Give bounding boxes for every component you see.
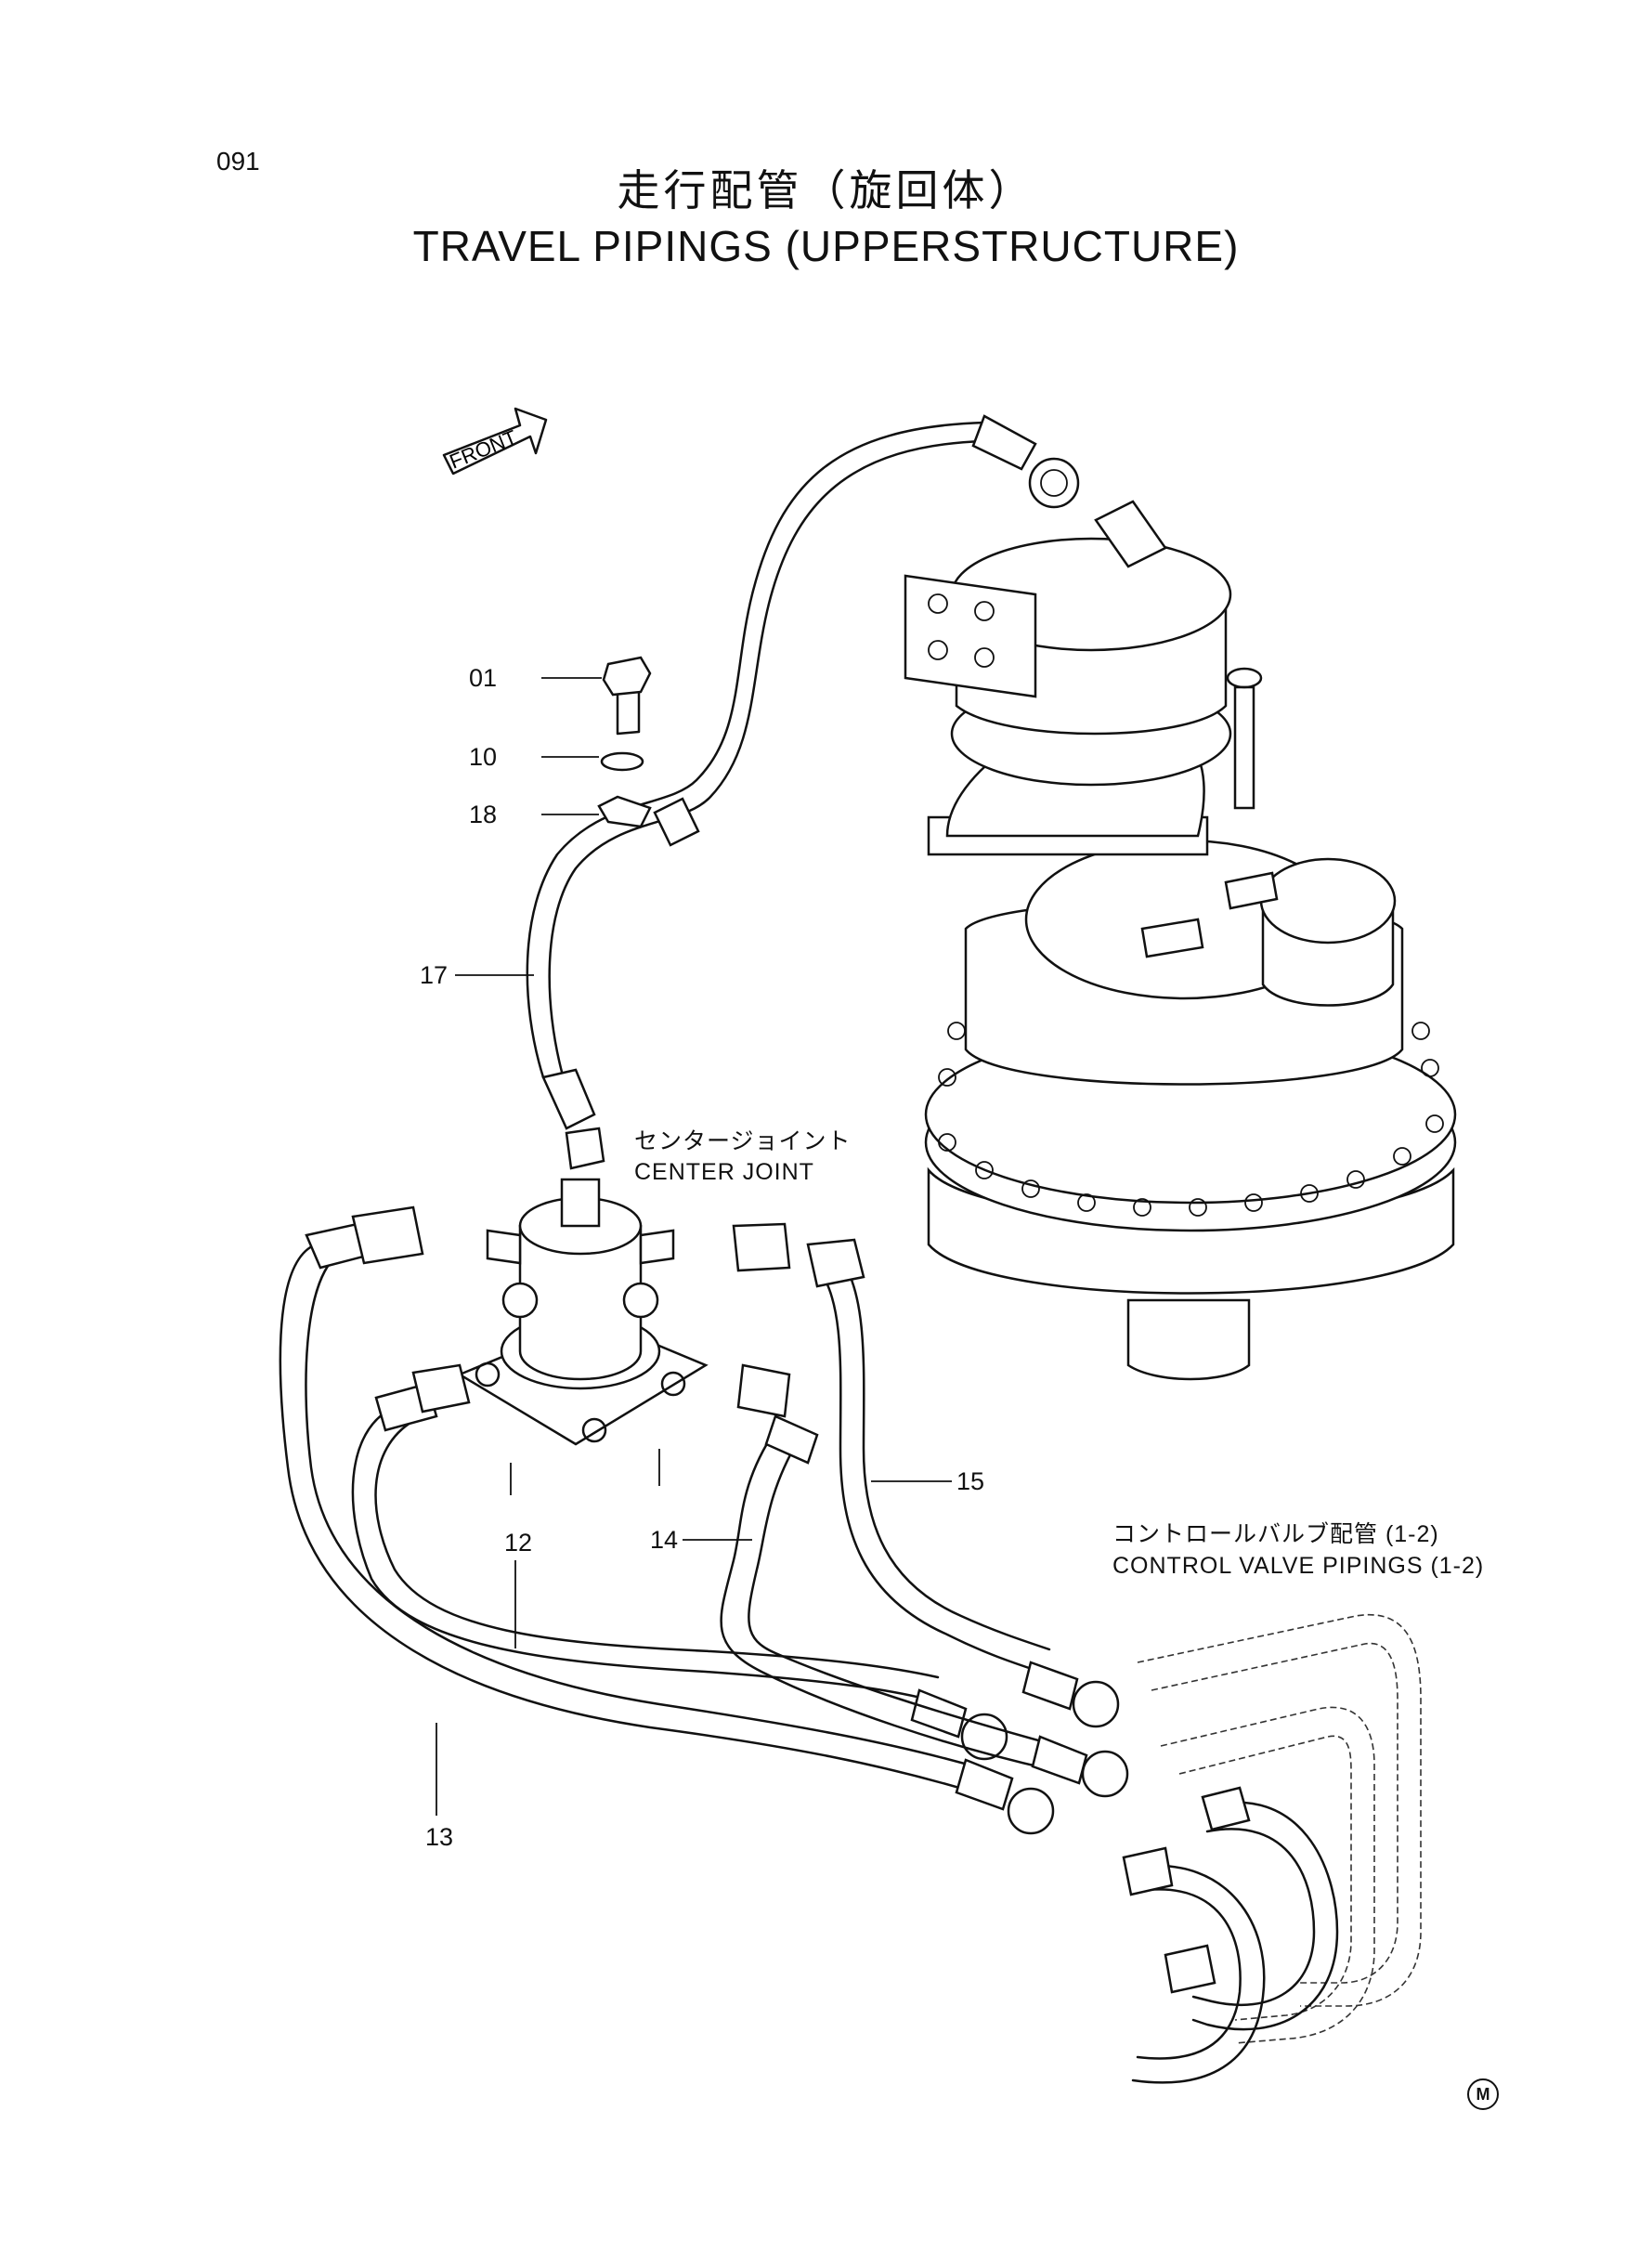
callout-12: 12 [504, 1529, 533, 1557]
callout-15: 15 [956, 1467, 985, 1495]
page-number: 091 [216, 147, 260, 176]
hose-15 [732, 1222, 1120, 1728]
title-english: TRAVEL PIPINGS (UPPERSTRUCTURE) [412, 222, 1240, 270]
callout-10: 10 [469, 743, 498, 771]
control-valve-label-en: CONTROL VALVE PIPINGS (1-2) [1112, 1553, 1485, 1579]
travel-motor-assembly [904, 500, 1457, 1381]
hose-13 [279, 1205, 1055, 1835]
washer-10 [600, 751, 644, 772]
center-joint-label-jp: センタージョイント [634, 1128, 852, 1154]
leader-lines [436, 677, 952, 1816]
center-joint [457, 1178, 709, 1446]
callout-01: 01 [469, 664, 498, 692]
control-valve-label-jp: コントロールバルブ配管 (1-2) [1112, 1521, 1439, 1547]
callout-17: 17 [420, 961, 449, 989]
center-joint-label-en: CENTER JOINT [634, 1159, 814, 1185]
callout-13: 13 [425, 1823, 454, 1851]
front-label: FRONT [447, 425, 521, 474]
callout-18: 18 [469, 801, 498, 828]
m-mark-icon: M [1467, 2078, 1499, 2110]
hose-14 [720, 1363, 1129, 1798]
bolt-01 [602, 656, 652, 736]
hose-17 [526, 414, 1080, 1170]
clamp-18 [597, 795, 652, 828]
control-valve-pipings [1122, 1613, 1422, 2084]
title-japanese: 走行配管（旋回体） [617, 166, 1035, 215]
callout-14: 14 [650, 1526, 679, 1554]
hose-12 [351, 1363, 1008, 1761]
front-arrow-icon: FRONT [442, 407, 548, 476]
